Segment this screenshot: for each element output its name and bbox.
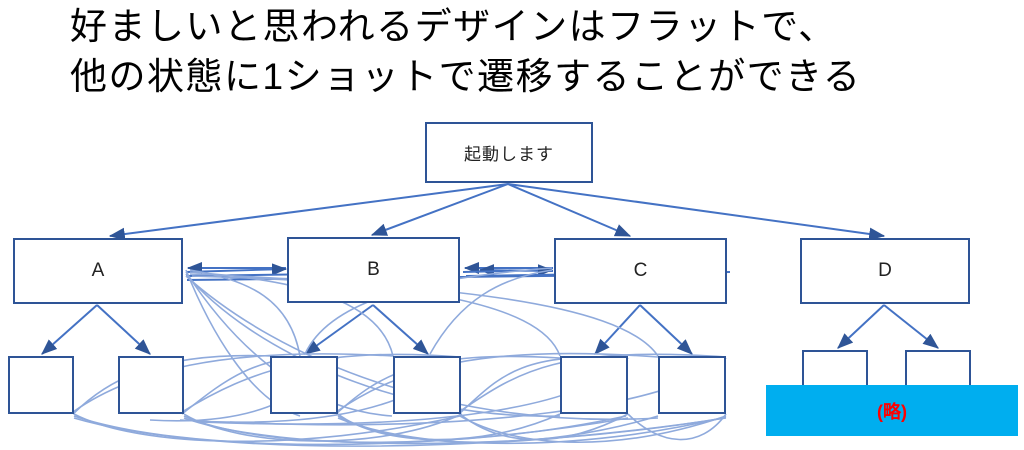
state-node-root-label: 起動します bbox=[464, 145, 554, 164]
state-node-b-child-2[interactable] bbox=[393, 356, 461, 414]
state-node-a[interactable]: A bbox=[13, 238, 183, 304]
state-node-a-child-1[interactable] bbox=[8, 356, 74, 414]
state-node-c[interactable]: C bbox=[554, 238, 727, 304]
slide-title: 好ましいと思われるデザインはフラットで、 他の状態に1ショットで遷移することがで… bbox=[70, 6, 862, 97]
state-node-a-label: A bbox=[91, 260, 105, 281]
state-node-d-label: D bbox=[878, 260, 892, 281]
state-node-b-label: B bbox=[367, 259, 380, 280]
state-node-d[interactable]: D bbox=[800, 238, 970, 304]
omission-banner-label: (略) bbox=[877, 401, 907, 422]
state-node-a-child-2[interactable] bbox=[118, 356, 184, 414]
state-node-c-label: C bbox=[633, 260, 648, 281]
omission-banner: (略) bbox=[766, 385, 1018, 436]
state-node-root[interactable]: 起動します bbox=[425, 122, 593, 183]
state-node-c-child-2[interactable] bbox=[658, 356, 726, 414]
state-node-c-child-1[interactable] bbox=[560, 356, 628, 414]
state-node-b[interactable]: B bbox=[287, 237, 460, 303]
state-node-b-child-1[interactable] bbox=[270, 356, 338, 414]
